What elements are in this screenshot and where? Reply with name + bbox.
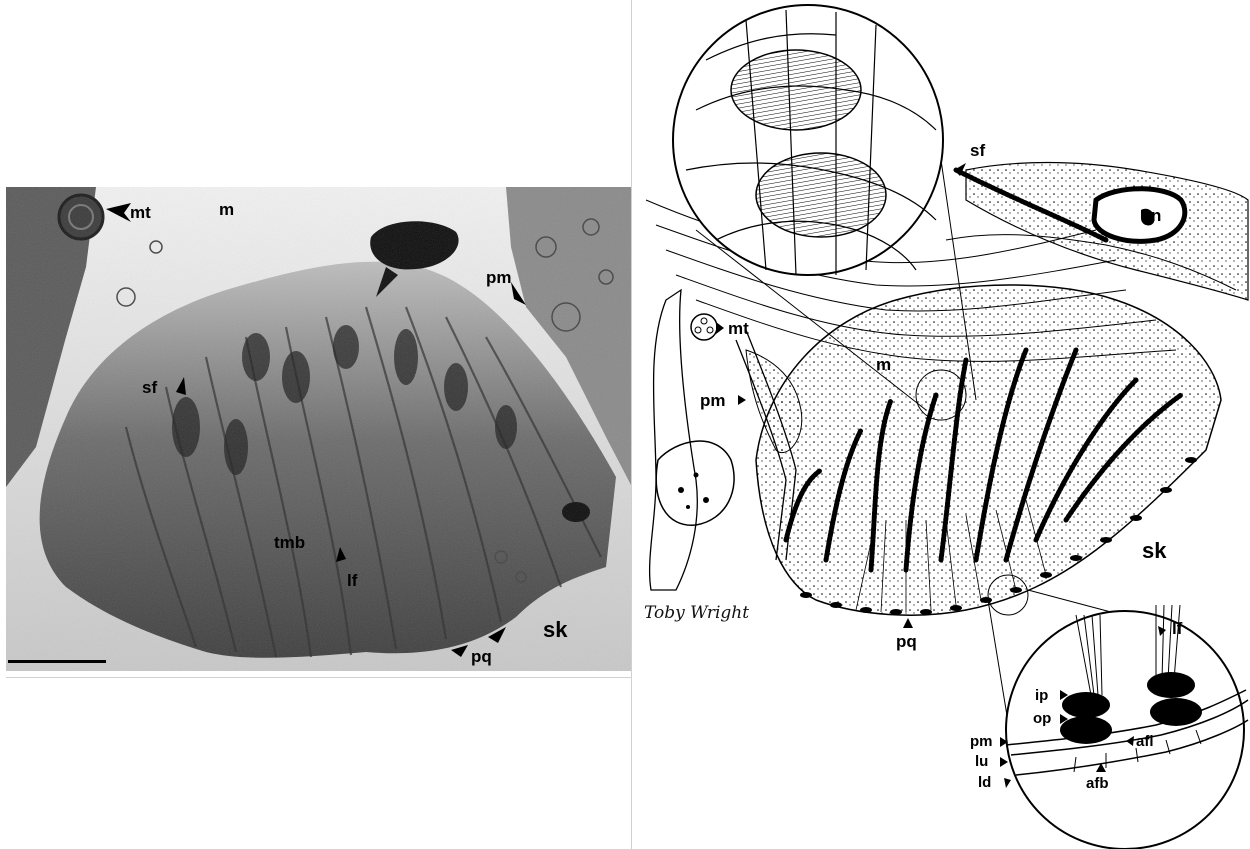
inset-label-ip: ip <box>1035 688 1048 703</box>
inset-label-afb: afb <box>1086 776 1109 791</box>
label-pq: pq <box>471 648 492 665</box>
label-pm: pm <box>486 269 512 286</box>
label-tmb: tmb <box>274 534 305 551</box>
label-sf: sf <box>142 379 157 396</box>
micrograph-panel: mt m pm sf tmb lf sk pq <box>6 187 632 671</box>
label-sk: sk <box>543 619 567 641</box>
micrograph-image <box>6 187 632 671</box>
line-drawing <box>636 0 1250 849</box>
inset-label-ld: ld <box>978 775 991 790</box>
drawing-panel: sf n mt m pm sk pq Toby Wright lf ip op … <box>636 0 1250 849</box>
drawing-label-pm: pm <box>700 392 726 409</box>
drawing-label-sk: sk <box>1142 540 1166 562</box>
inset-label-op: op <box>1033 711 1051 726</box>
inset-label-lu: lu <box>975 754 988 769</box>
label-mt: mt <box>130 204 151 221</box>
drawing-label-pq: pq <box>896 633 917 650</box>
drawing-label-sf: sf <box>970 142 985 159</box>
inset-label-afl: afl <box>1136 734 1154 749</box>
label-m: m <box>219 201 234 218</box>
scale-bar <box>8 660 106 663</box>
inset-label-pm: pm <box>970 734 993 749</box>
panel-divider-vertical <box>631 0 632 849</box>
label-lf: lf <box>347 572 357 589</box>
artist-signature: Toby Wright <box>644 603 749 623</box>
drawing-label-m: m <box>876 356 891 373</box>
drawing-label-mt: mt <box>728 320 749 337</box>
panel-divider-horizontal <box>6 677 632 678</box>
drawing-label-n: n <box>1151 207 1161 224</box>
inset-label-lf: lf <box>1172 620 1182 637</box>
